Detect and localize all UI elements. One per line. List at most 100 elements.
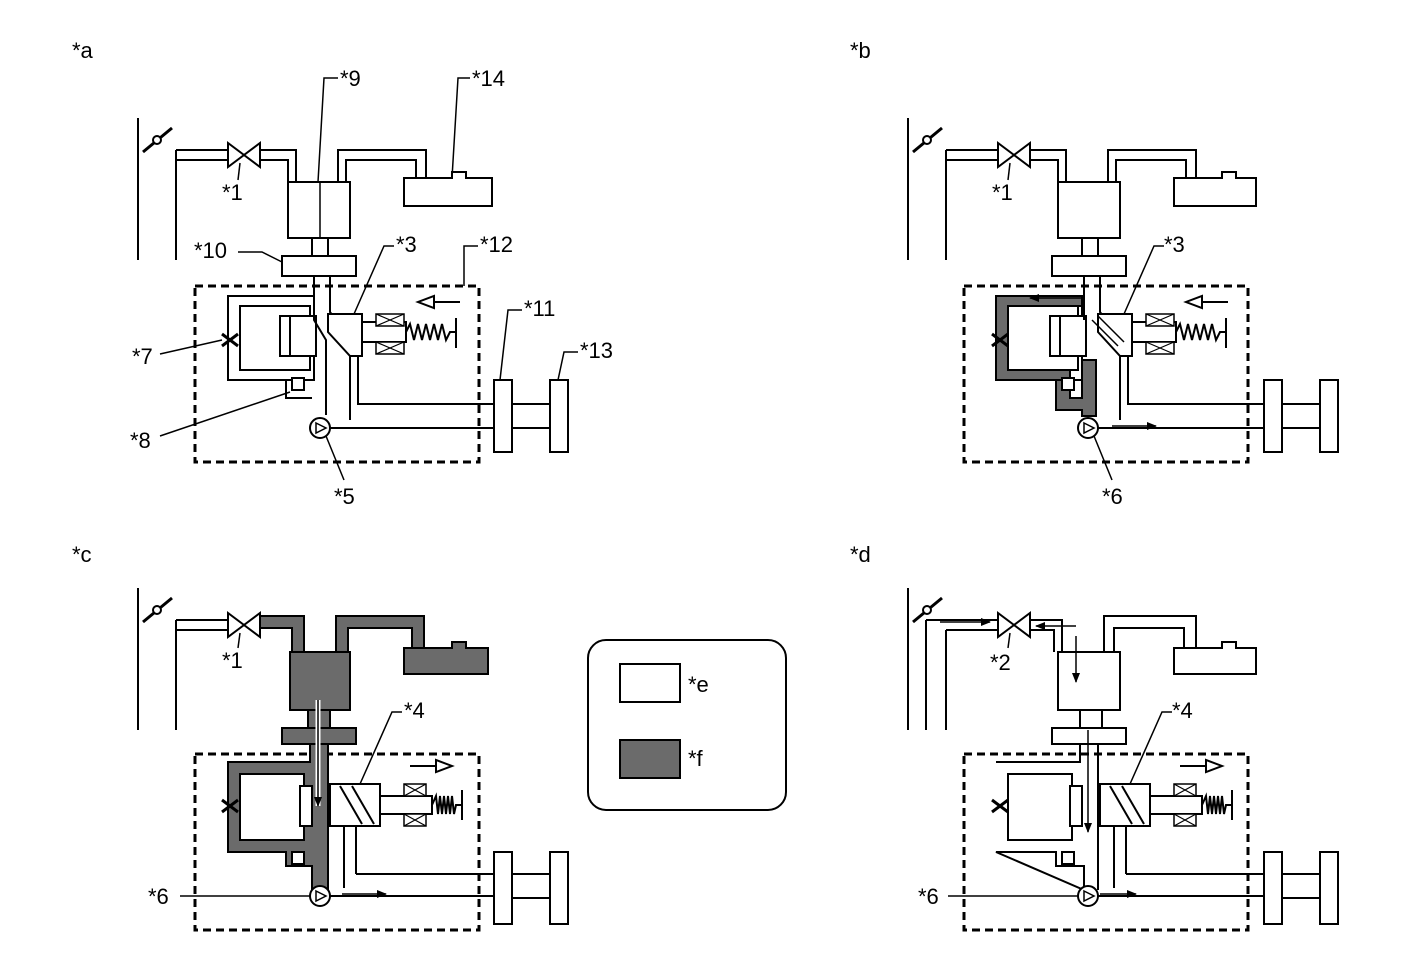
booster-neck xyxy=(1079,709,1103,729)
check-valve-icon xyxy=(227,611,261,639)
reservoir xyxy=(1173,641,1257,675)
leader-line xyxy=(238,251,283,263)
wheel-cylinder xyxy=(1263,851,1283,925)
pipe xyxy=(1098,356,1264,429)
check-valve-8 xyxy=(291,377,305,391)
legend-swatch-f xyxy=(619,739,681,779)
check-valve-icon xyxy=(997,611,1031,639)
wheel-disc xyxy=(549,851,569,925)
wheel-disc xyxy=(549,379,569,453)
reservoir xyxy=(1173,171,1257,207)
pump-arrow-icon xyxy=(315,421,328,435)
leader-line xyxy=(557,351,578,381)
callout-11: *11 xyxy=(524,296,555,321)
panel-c-label: *c xyxy=(72,542,92,567)
valve-seat xyxy=(339,785,375,825)
leader-line xyxy=(499,309,522,381)
leader-line xyxy=(317,77,338,183)
panel-d-label: *d xyxy=(850,542,871,567)
leader-line xyxy=(159,391,291,437)
throttle-pivot-icon xyxy=(922,605,932,615)
callout-6: *6 xyxy=(918,884,939,909)
pipe xyxy=(330,356,494,429)
pipe xyxy=(1103,615,1197,652)
flow-direction-arrow xyxy=(410,758,455,774)
leader-line xyxy=(237,632,241,649)
wheel-disc xyxy=(1319,851,1339,925)
pipe xyxy=(260,149,297,182)
pipe xyxy=(1030,149,1067,182)
brake-booster xyxy=(1057,181,1121,239)
callout-1: *1 xyxy=(992,180,1013,205)
pressure-chamber-inner xyxy=(239,773,305,841)
callout-8: *8 xyxy=(130,428,151,453)
leader-line xyxy=(463,245,478,286)
coil-icon xyxy=(403,813,427,827)
leader-line xyxy=(1007,162,1011,181)
coil-icon xyxy=(1173,813,1197,827)
flow-direction-arrow xyxy=(415,294,460,310)
legend-label-e: *e xyxy=(688,672,709,697)
check-valve-icon xyxy=(997,141,1031,169)
check-valve-icon xyxy=(227,141,261,169)
coil-icon xyxy=(375,341,405,355)
pipe xyxy=(1030,619,1063,652)
actuator-box xyxy=(193,752,481,932)
coil-icon xyxy=(1145,313,1175,327)
panel-a: *a xyxy=(72,38,613,509)
leader-line xyxy=(1129,711,1172,785)
reservoir xyxy=(403,171,493,207)
valve-seat xyxy=(1109,785,1145,825)
valve-seat xyxy=(1091,315,1125,347)
booster-neck xyxy=(1081,237,1099,257)
solenoid-valve-3 xyxy=(327,313,363,357)
orifice-icon xyxy=(221,332,239,348)
leader-line xyxy=(1123,245,1164,315)
pipe xyxy=(330,873,494,897)
callout-4: *4 xyxy=(1172,698,1193,723)
wheel-axle xyxy=(511,403,551,429)
callout-3: *3 xyxy=(396,232,417,257)
master-cylinder xyxy=(1051,727,1127,745)
spring-icon xyxy=(431,792,462,815)
callout-6: *6 xyxy=(148,884,169,909)
callout-3: *3 xyxy=(1164,232,1185,257)
flow-direction-arrow xyxy=(1180,758,1225,774)
callout-4: *4 xyxy=(404,698,425,723)
callout-1: *1 xyxy=(222,648,243,673)
orifice-icon xyxy=(991,332,1009,348)
callout-2: *2 xyxy=(990,650,1011,675)
actuator-box xyxy=(962,284,1250,464)
callout-10: *10 xyxy=(194,238,227,263)
spring-icon xyxy=(405,321,456,343)
legend-box xyxy=(587,639,787,811)
throttle-pivot-icon xyxy=(152,135,162,145)
callout-7: *7 xyxy=(132,344,153,369)
flow-direction-arrow xyxy=(1183,294,1228,310)
callout-12: *12 xyxy=(480,232,513,257)
legend-label-f: *f xyxy=(688,746,704,771)
panel-b-label: *b xyxy=(850,38,871,63)
spring-icon xyxy=(1175,321,1226,343)
piston xyxy=(1069,785,1083,827)
panel-a-label: *a xyxy=(72,38,94,63)
pump-arrow-icon xyxy=(315,889,328,903)
actuator-box xyxy=(962,752,1250,932)
callout-5: *5 xyxy=(334,484,355,509)
pipe xyxy=(1107,149,1197,182)
callout-1: *1 xyxy=(222,180,243,205)
coil-icon xyxy=(1145,341,1175,355)
throttle-pivot-icon xyxy=(922,135,932,145)
master-cylinder xyxy=(1051,255,1127,277)
legend-swatch-e xyxy=(619,663,681,703)
check-valve-8 xyxy=(1061,377,1075,391)
solenoid-valve-4 xyxy=(329,783,381,827)
coil-icon xyxy=(375,313,405,327)
wheel-cylinder xyxy=(493,851,513,925)
check-valve-8 xyxy=(291,851,305,865)
leader-line xyxy=(1093,435,1113,481)
callout-9: *9 xyxy=(340,66,361,91)
orifice-icon xyxy=(991,798,1009,814)
